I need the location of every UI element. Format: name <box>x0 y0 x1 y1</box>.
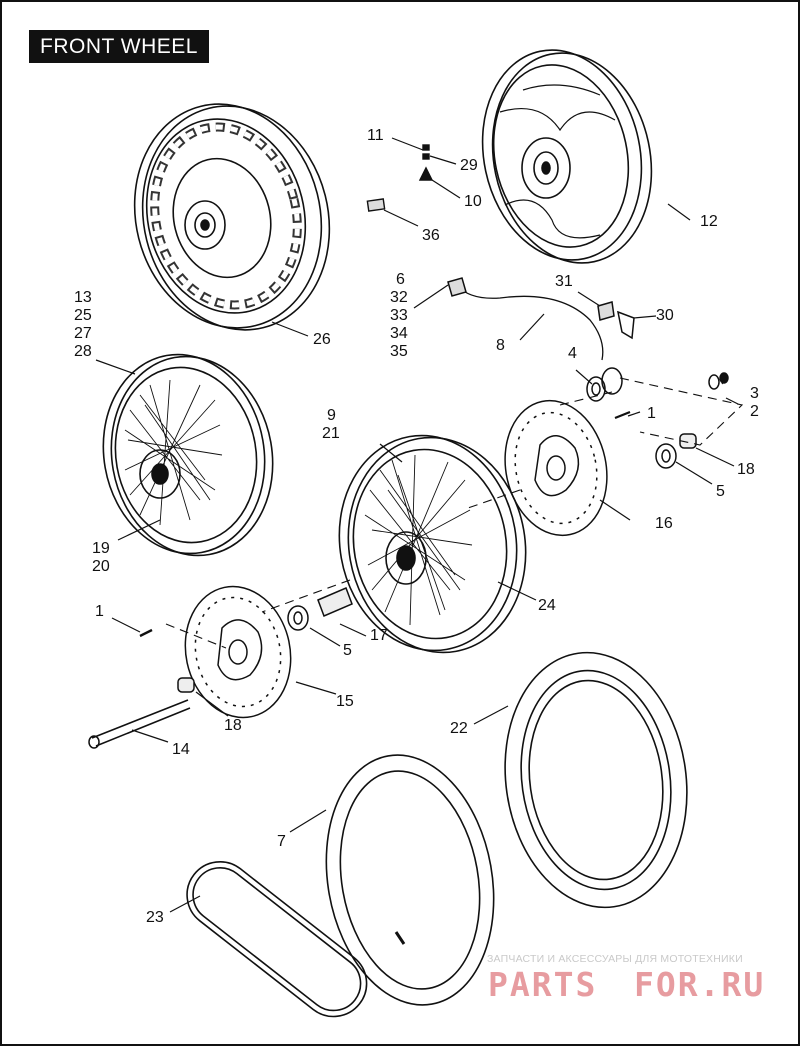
callout-6: 6 <box>396 271 405 288</box>
hub-hardware <box>88 277 729 749</box>
callout-12: 12 <box>700 213 718 230</box>
callout-20: 20 <box>92 558 110 575</box>
callout-36: 36 <box>422 227 440 244</box>
cast-wheel-slots <box>150 122 302 310</box>
brake-disc-15 <box>184 585 292 719</box>
callout-28: 28 <box>74 343 92 360</box>
watermark-tagline: ЗАПЧАСТИ И АКСЕССУАРЫ ДЛЯ МОТОТЕХНИКИ <box>487 953 743 965</box>
callout-22: 22 <box>450 720 468 737</box>
spoke-wheel-9 <box>338 434 527 654</box>
cast-wheel-26 <box>133 103 331 331</box>
callout-5-lower: 5 <box>343 642 352 659</box>
callout-16: 16 <box>655 515 673 532</box>
watermark: ЗАПЧАСТИ И АКСЕССУАРЫ ДЛЯ МОТОТЕХНИКИ PA… <box>487 953 765 1004</box>
callout-27: 27 <box>74 325 92 342</box>
callout-33: 33 <box>390 307 408 324</box>
callout-35: 35 <box>390 343 408 360</box>
callout-21: 21 <box>322 425 340 442</box>
tire-22 <box>504 651 688 909</box>
callout-9: 9 <box>327 407 336 424</box>
rim-strip-23 <box>186 861 368 1018</box>
callout-13: 13 <box>74 289 92 306</box>
watermark-brand-left: PARTS <box>488 965 597 1004</box>
callout-2: 2 <box>750 403 759 420</box>
valve-stem-parts <box>366 144 434 212</box>
callout-31: 31 <box>555 273 573 290</box>
callout-29: 29 <box>460 157 478 174</box>
callout-18-upper: 18 <box>737 461 755 478</box>
callout-7: 7 <box>277 833 286 850</box>
disc-wheel-12 <box>481 49 653 264</box>
assembly-lines <box>165 377 744 649</box>
callout-8: 8 <box>496 337 505 354</box>
callout-23: 23 <box>146 909 164 926</box>
callout-18-lower: 18 <box>224 717 242 734</box>
leader-lines <box>95 137 739 913</box>
callout-labels: 11 29 10 36 12 26 13 25 27 28 6 32 33 34… <box>74 127 759 926</box>
callout-19: 19 <box>92 540 110 557</box>
callout-3: 3 <box>750 385 759 402</box>
callout-1-lower: 1 <box>95 603 104 620</box>
spoke-wheel-19 <box>102 353 274 557</box>
callout-15: 15 <box>336 693 354 710</box>
callout-14: 14 <box>172 741 190 758</box>
callout-1-upper: 1 <box>647 405 656 422</box>
callout-34: 34 <box>390 325 408 342</box>
page-title: FRONT WHEEL <box>29 30 209 63</box>
callout-10: 10 <box>464 193 482 210</box>
callout-4: 4 <box>568 345 577 362</box>
callout-32: 32 <box>390 289 408 306</box>
inner-tube-7 <box>325 754 495 1006</box>
callout-30: 30 <box>656 307 674 324</box>
callout-17: 17 <box>370 627 388 644</box>
watermark-brand-right: FOR.RU <box>634 965 765 1004</box>
callout-11: 11 <box>367 127 384 144</box>
callout-5-upper: 5 <box>716 483 725 500</box>
brake-disc-16 <box>504 399 608 537</box>
callout-25: 25 <box>74 307 92 324</box>
callout-24: 24 <box>538 597 556 614</box>
callout-26: 26 <box>313 331 331 348</box>
